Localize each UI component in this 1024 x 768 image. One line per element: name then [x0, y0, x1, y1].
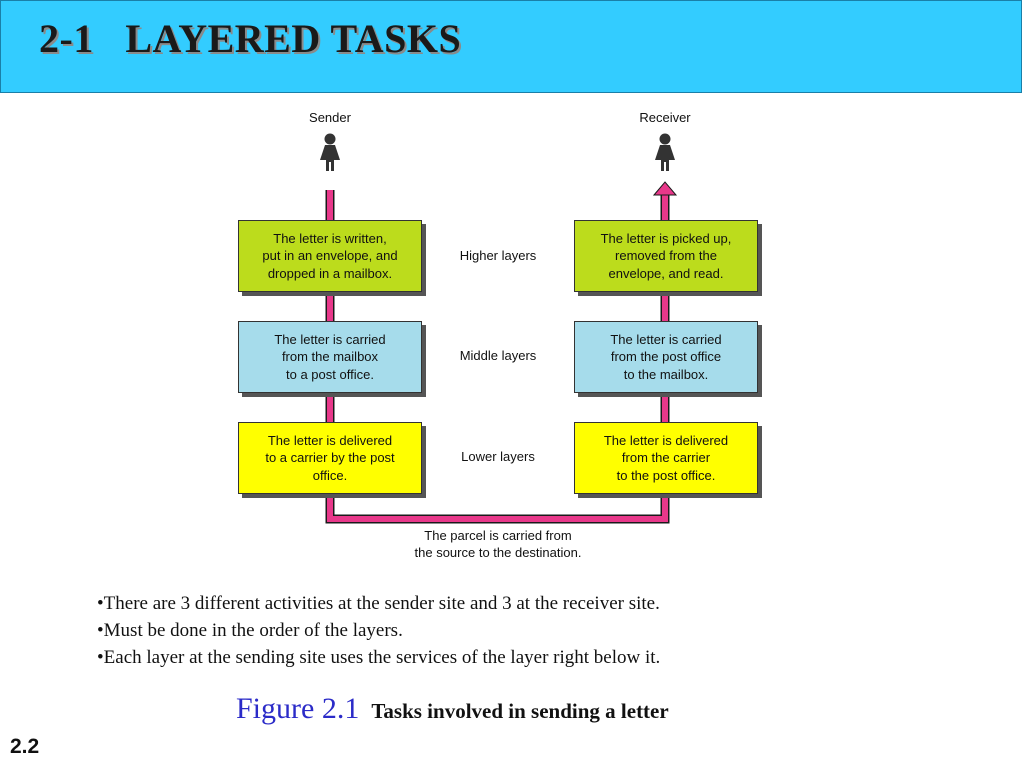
sender-lower-box: The letter is delivered to a carrier by …	[238, 422, 422, 494]
receiver-person-icon	[655, 133, 675, 171]
bullet-item: •Must be done in the order of the layers…	[97, 620, 403, 641]
receiver-higher-box: The letter is picked up, removed from th…	[574, 220, 758, 292]
sender-middle-box: The letter is carried from the mailbox t…	[238, 321, 422, 393]
receiver-label: Receiver	[639, 110, 691, 125]
receiver-middle-box: The letter is carried from the post offi…	[574, 321, 758, 393]
figure-caption: Figure 2.1 Tasks involved in sending a le…	[236, 692, 669, 726]
sender-person-icon	[320, 133, 340, 171]
bullet-list: •There are 3 different activities at the…	[97, 590, 660, 671]
sender-higher-box: The letter is written, put in an envelop…	[238, 220, 422, 292]
bullet-item: •Each layer at the sending site uses the…	[97, 647, 661, 668]
figure-title: Tasks involved in sending a letter	[371, 699, 669, 723]
receiver-lower-box: The letter is delivered from the carrier…	[574, 422, 758, 494]
slide-number: 2.2	[10, 735, 40, 758]
figure-number: Figure 2.1	[236, 692, 360, 725]
layer-label-higher: Higher layers	[459, 248, 537, 263]
sender-label: Sender	[309, 110, 351, 125]
receiver-arrowhead	[652, 181, 678, 196]
parcel-label: The parcel is carried from the source to…	[414, 528, 582, 560]
bullet-item: •There are 3 different activities at the…	[97, 593, 660, 614]
layer-label-middle: Middle layers	[459, 348, 537, 363]
slide-title: 2-1 LAYERED TASKS	[39, 16, 462, 61]
layer-label-lower: Lower layers	[461, 449, 535, 464]
title-bar: 2-1 LAYERED TASKS	[0, 0, 1022, 93]
